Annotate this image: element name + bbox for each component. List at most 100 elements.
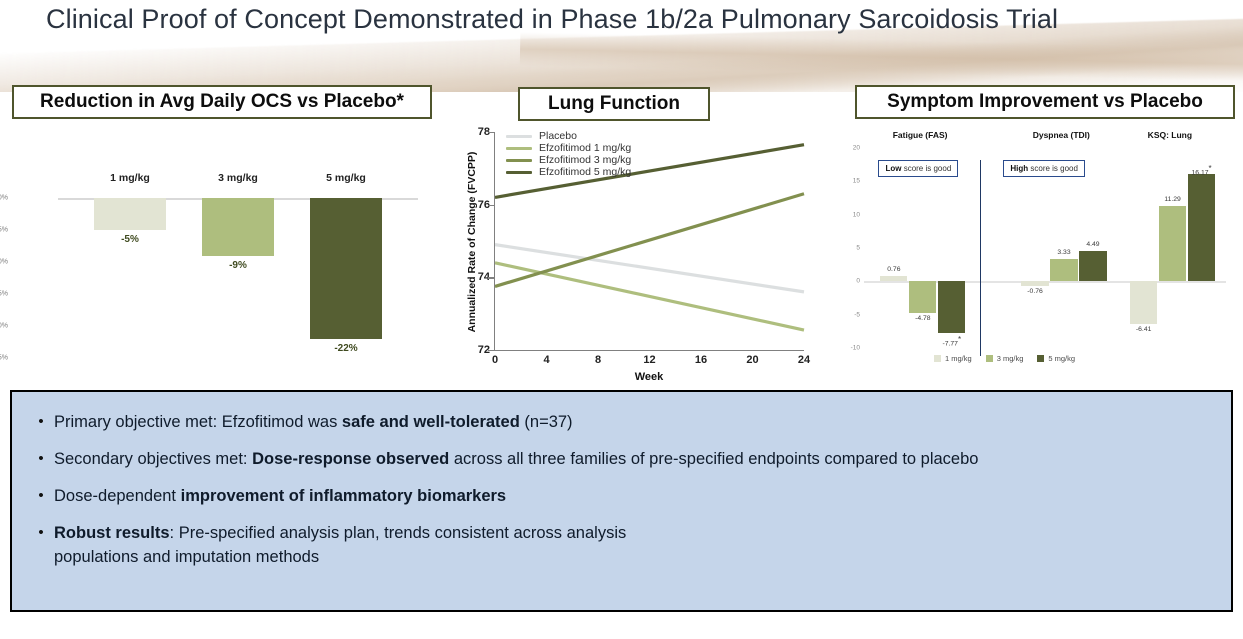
bullet-emphasis: Robust results bbox=[54, 524, 170, 542]
ocs-bar-category: 1 mg/kg bbox=[110, 172, 150, 184]
symptom-bar bbox=[1187, 173, 1216, 282]
symptom-bar bbox=[909, 281, 937, 314]
bullet-text: Robust results: Pre-specified analysis p… bbox=[54, 521, 626, 569]
symptom-y-tick: 5 bbox=[856, 244, 860, 252]
chart-lung-function: Annualized Rate of Change (FVCPP) Placeb… bbox=[438, 126, 811, 383]
ocs-bar: 3 mg/kg -9% bbox=[202, 172, 274, 271]
section-title-ocs: Reduction in Avg Daily OCS vs Placebo* bbox=[12, 85, 432, 119]
summary-panel: • Primary objective met: Efzofitimod was … bbox=[10, 390, 1233, 612]
symptom-group-title: Dyspnea (TDI) bbox=[1032, 130, 1090, 140]
bullet-emphasis: improvement of inflammatory biomarkers bbox=[180, 487, 507, 505]
lung-series-line bbox=[494, 243, 805, 294]
ocs-y-tick: 0% bbox=[0, 194, 8, 202]
symptom-bar-value: -4.78 bbox=[915, 315, 931, 323]
bullet-text: Dose-dependent improvement of inflammato… bbox=[54, 487, 507, 505]
lung-x-tick: 24 bbox=[797, 354, 811, 366]
lung-y-tick-mark bbox=[488, 350, 495, 352]
bullet-list: • Primary objective met: Efzofitimod was … bbox=[12, 392, 1231, 569]
symptom-legend-label: 3 mg/kg bbox=[996, 354, 1024, 363]
ocs-bar-value: -9% bbox=[229, 259, 247, 271]
lung-x-tick: 20 bbox=[746, 354, 759, 366]
bullet-emphasis: safe and well-tolerated bbox=[341, 413, 520, 431]
lung-y-axis bbox=[494, 132, 496, 350]
bullet-text-line2: populations and imputation methods bbox=[54, 548, 320, 566]
symptom-bar bbox=[1159, 206, 1187, 282]
lung-lines-svg bbox=[494, 143, 805, 332]
lung-x-tick: 8 bbox=[594, 354, 602, 366]
lung-y-tick: 72 bbox=[477, 344, 490, 356]
lung-legend-item: Placebo bbox=[506, 130, 631, 142]
lung-legend-swatch bbox=[506, 170, 532, 174]
ocs-y-tick: -15% bbox=[0, 290, 8, 298]
bullet-marker: • bbox=[38, 450, 44, 467]
symptom-legend: 1 mg/kg 3 mg/kg 5 mg/kg bbox=[934, 354, 1075, 363]
lung-y-tick-mark bbox=[488, 277, 495, 279]
lung-legend-label: Efzofitimod 3 mg/kg bbox=[539, 154, 632, 166]
symptom-legend-swatch bbox=[985, 355, 993, 362]
chart-ocs-reduction: 1 mg/kg -5% 3 mg/kg -9% 5 mg/kg-22% 0% -5% -10… bbox=[0, 150, 432, 375]
symptom-legend-swatch bbox=[934, 355, 941, 362]
symptom-bar bbox=[1079, 251, 1107, 282]
lung-series-line bbox=[494, 261, 805, 332]
bullet-marker: • bbox=[38, 413, 44, 430]
ocs-y-tick: -25% bbox=[0, 354, 8, 362]
symptom-group-title: Fatigue (FAS) bbox=[892, 130, 948, 140]
ocs-plot-area: 1 mg/kg -5% 3 mg/kg -9% 5 mg/kg-22% bbox=[58, 172, 418, 358]
bullet-marker: • bbox=[38, 487, 44, 504]
symptom-bar-value: 11.29 bbox=[1164, 196, 1181, 204]
bullet-item: •Secondary objectives met: Dose-response… bbox=[28, 447, 1215, 471]
symptom-y-tick: 20 bbox=[852, 144, 860, 152]
symptom-note-emphasis: High bbox=[1010, 164, 1029, 173]
bullet-emphasis: Dose-response observed bbox=[252, 450, 450, 468]
symptom-group-title: KSQ: Lung bbox=[1147, 130, 1193, 140]
ocs-bar-value: -5% bbox=[121, 234, 139, 245]
symptom-legend-label: 5 mg/kg bbox=[1048, 354, 1076, 363]
ocs-bar: 5 mg/kg-22% bbox=[310, 172, 382, 354]
symptom-y-tick: 10 bbox=[852, 211, 860, 219]
symptom-y-tick: -5 bbox=[854, 311, 860, 319]
ocs-bar: 1 mg/kg -5% bbox=[94, 172, 166, 245]
lung-y-tick: 74 bbox=[477, 271, 490, 284]
ocs-bar-category: 3 mg/kg bbox=[218, 172, 258, 184]
symptom-bar bbox=[1050, 259, 1078, 282]
header-banner: Clinical Proof of Concept Demonstrated i… bbox=[0, 0, 1243, 92]
symptom-note: Low score is good bbox=[878, 160, 959, 177]
ocs-y-tick: -20% bbox=[0, 322, 8, 330]
lung-legend-item: Efzofitimod 3 mg/kg bbox=[506, 154, 631, 166]
lung-legend-item: Efzofitimod 1 mg/kg bbox=[506, 142, 631, 154]
symptom-note: High score is good bbox=[1003, 160, 1085, 177]
lung-legend-item: Efzofitimod 5 mg/kg bbox=[506, 166, 631, 178]
symptom-bar-value: 3.33 bbox=[1057, 249, 1071, 257]
bullet-item: • Primary objective met: Efzofitimod was … bbox=[28, 410, 1215, 434]
ocs-y-tick: -5% bbox=[0, 226, 8, 234]
symptom-bar bbox=[938, 281, 966, 334]
symptom-bar-value: -7.77* bbox=[942, 335, 962, 348]
symptom-bar bbox=[880, 276, 908, 282]
symptom-y-tick: 0 bbox=[856, 277, 860, 285]
symptom-bar-value: 0.76 bbox=[887, 266, 901, 274]
symptom-legend-item: 5 mg/kg bbox=[1037, 354, 1075, 363]
symptom-significance-marker: * bbox=[1208, 163, 1212, 173]
symptom-legend-label: 1 mg/kg bbox=[945, 354, 972, 363]
symptom-significance-marker: * bbox=[957, 335, 962, 345]
lung-series-line bbox=[494, 143, 805, 199]
bullet-text: Primary objective met: Efzofitimod was s… bbox=[54, 413, 573, 431]
lung-x-axis-label: Week bbox=[634, 371, 664, 383]
symptom-bar bbox=[1021, 281, 1049, 287]
symptom-legend-swatch bbox=[1037, 355, 1045, 362]
lung-series-line bbox=[494, 192, 805, 288]
symptom-y-tick: -10 bbox=[850, 344, 860, 352]
ocs-y-tick: -10% bbox=[0, 258, 8, 266]
lung-legend-swatch bbox=[506, 158, 532, 162]
symptom-bar-value: 4.49 bbox=[1086, 241, 1100, 249]
bullet-item: • Dose-dependent improvement of inflammat… bbox=[28, 484, 1215, 508]
symptom-legend-item: 1 mg/kg bbox=[934, 354, 972, 363]
bullet-marker: • bbox=[38, 524, 44, 541]
lung-legend-label: Placebo bbox=[539, 130, 577, 142]
lung-y-tick: 76 bbox=[477, 198, 490, 211]
bullet-item: • Robust results: Pre-specified analysis … bbox=[28, 521, 1215, 569]
symptom-group-divider bbox=[979, 160, 982, 356]
